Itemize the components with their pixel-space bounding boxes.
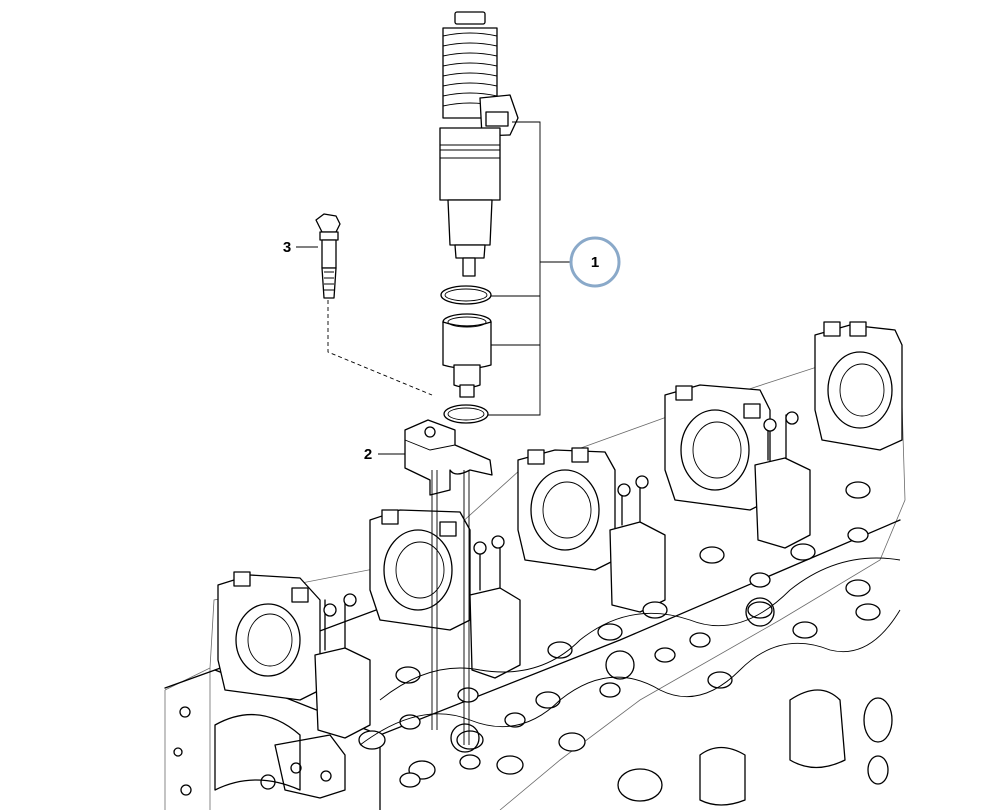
callout-1[interactable]: 1 <box>569 236 621 288</box>
callout-highlight-ring <box>569 236 621 288</box>
callout-3-label: 3 <box>283 239 291 256</box>
head-bolts <box>358 481 901 788</box>
clamp-bolt <box>315 213 341 299</box>
callout-1-label: 1 <box>591 254 599 271</box>
installed-injectors <box>314 411 811 739</box>
callout-2[interactable]: 2 <box>364 446 372 463</box>
callout-3[interactable]: 3 <box>283 239 291 256</box>
callout-2-label: 2 <box>364 446 372 463</box>
cylinder-head <box>164 339 906 810</box>
assembly-guide-lines <box>327 300 470 745</box>
injector-clamp <box>404 419 493 496</box>
unit-injector <box>439 11 519 424</box>
callout-1-leader <box>488 121 575 416</box>
